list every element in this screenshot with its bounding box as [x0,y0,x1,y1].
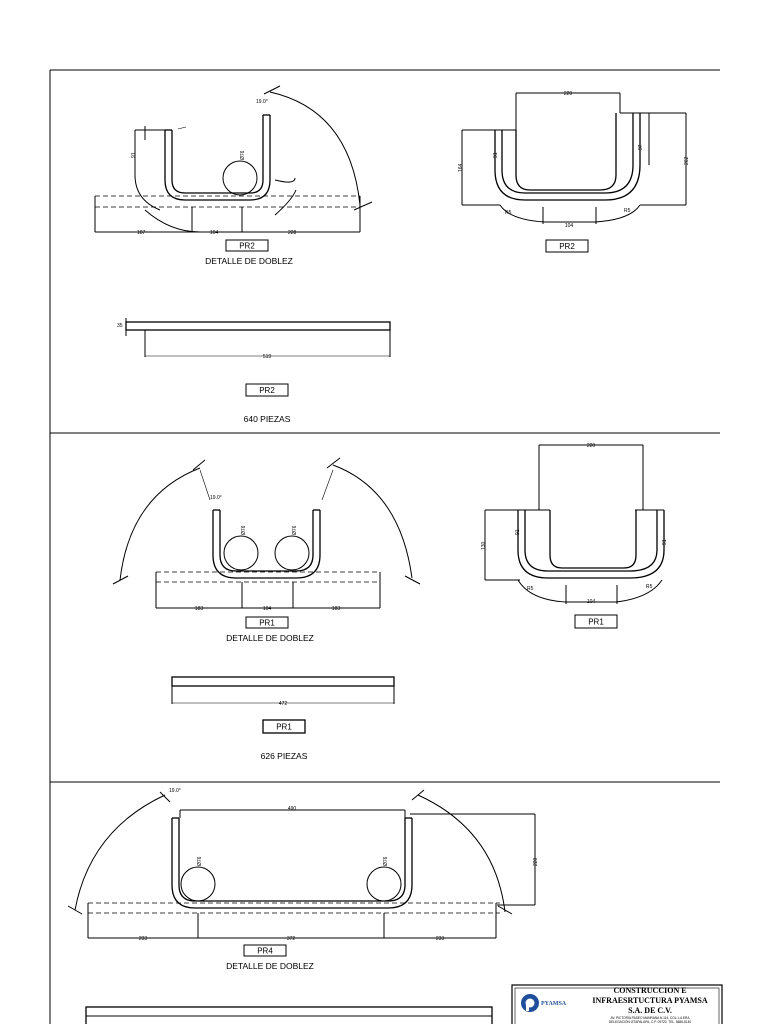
pr1-profile-radius-left: R5 [527,586,534,592]
pr1-diameter-label-1: Ø76 [241,525,247,535]
title-block [511,984,723,1024]
pr2-angle-label: 19.0° [256,99,268,105]
pr1-straight-bar [171,676,395,704]
pr1-dim-right: 183 [332,606,341,612]
pr1-angle-label: 19.0° [210,495,222,501]
pr2-profile-right2-dim: 262 [684,156,690,165]
pr4-bend-caption: DETALLE DE DOBLEZ [226,961,314,971]
pr4-diameter-label-1: Ø76 [197,856,203,866]
pr1-profile-left-dim: 130 [481,541,487,550]
pr2-profile [461,92,687,224]
title-line-3: S.A. DE C.V. [628,1006,672,1015]
pr2-dim-right: 228 [288,230,297,236]
title-line-1: CONSTRUCCION E [613,986,686,995]
pr2-profile-radius-right: R5 [624,208,631,214]
pr4-top-dim: 490 [288,806,297,812]
pr2-dim-left: 187 [137,230,146,236]
pr2-straight-bar [125,318,391,357]
pr1-straight-tag-box [262,719,306,734]
pr1-straight-length-dim: 472 [279,701,288,707]
pr1-dim-mid: 104 [263,606,272,612]
pr4-dim-mid: 372 [287,936,296,942]
pr4-dim-left: 233 [139,936,148,942]
pr1-profile-tag: PR1 [588,618,604,627]
pr2-profile-top-dim: 220 [564,91,573,97]
pr2-left-height-label: 91 [131,152,137,158]
pr1-dim-left: 183 [195,606,204,612]
pr2-profile-base-dim: 104 [565,223,574,229]
title-address-2: DELEGACIÓN IZTAPALAPA, C.P. 09720, TEL. … [609,1019,691,1024]
pr2-diameter-label: Ø76 [240,150,246,160]
pr2-bend-detail [94,85,373,233]
pr2-profile-right-dim: 97 [638,144,644,150]
pr1-profile-tag-box [574,614,618,629]
pr4-diameter-label-2: Ø76 [383,856,389,866]
pr2-bend-caption: DETALLE DE DOBLEZ [205,256,293,266]
pr1-profile-inner-dim: 91 [515,529,521,535]
pr2-straight-tag-box [245,383,289,397]
pr2-bend-tag: PR2 [239,242,255,251]
pr4-bend-tag-box [243,944,287,957]
pr1-profile-base-dim: 104 [587,599,596,605]
pr2-straight-end-dim: 35 [117,323,123,329]
pr1-bend-tag: PR1 [259,619,275,628]
pr4-right-dim: 220 [533,857,539,866]
pr1-bend-detail [112,457,421,609]
pr2-dim-mid: 104 [210,230,219,236]
pr1-profile-radius-right: R5 [646,584,653,590]
pr2-bend-tag-box [225,239,269,252]
pr2-profile-radius-left: R5 [505,210,512,216]
pr4-bend-detail [67,789,536,939]
pr1-piece-count: 626 PIEZAS [261,751,308,761]
pr1-profile-right-dim: 91 [662,539,668,545]
title-address-1: AV. PICTORÍA PASEO MANRANA N.114, COL. L… [610,1016,690,1020]
pr4-dim-right: 233 [436,936,445,942]
pr2-straight-length-dim: 519 [263,354,272,360]
pr4-straight-bar [85,1006,493,1024]
pr2-straight-tag: PR2 [259,386,275,395]
pr1-diameter-label-2: Ø76 [292,525,298,535]
pyamsa-logo-icon [521,994,539,1012]
title-line-2: INFRAESRTUCTURA PYAMSA [592,996,707,1005]
pr1-profile-top-dim: 220 [587,443,596,449]
pr4-bend-tag: PR4 [257,947,273,956]
pr2-profile-tag-box [545,239,589,253]
pr1-bend-caption: DETALLE DE DOBLEZ [226,633,314,643]
pr2-profile-tag: PR2 [559,242,575,251]
pr1-straight-tag: PR1 [276,723,292,732]
logo-text: PYAMSA [541,1001,567,1007]
pr2-profile-left-dim: 164 [458,163,464,172]
pr2-profile-inner-dim: 91 [493,152,499,158]
pr4-angle-label: 19.0° [169,788,181,794]
pr2-piece-count: 640 PIEZAS [244,414,291,424]
pr1-bend-tag-box [245,616,289,629]
pr1-profile [484,444,665,604]
